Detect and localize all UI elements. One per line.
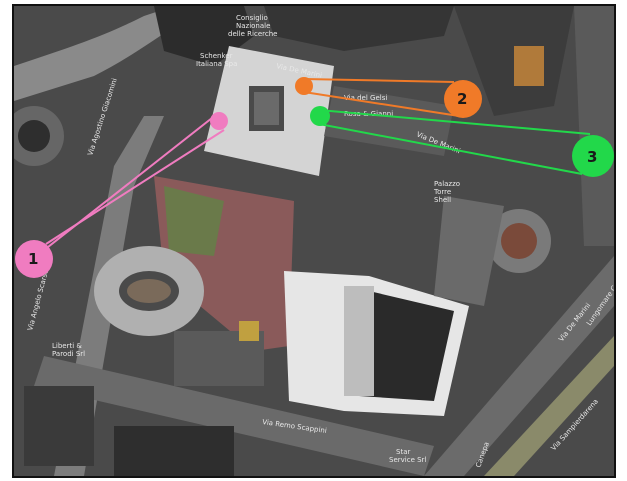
label-star-2: Service Srl bbox=[389, 456, 426, 464]
label-nazionale: Nazionale bbox=[236, 22, 270, 30]
marker-3[interactable] bbox=[572, 135, 614, 177]
label-consiglio: Consiglio bbox=[236, 14, 268, 22]
right-parking bbox=[434, 196, 504, 306]
label-ricerche: delle Ricerche bbox=[228, 30, 277, 38]
road-right-diagonal bbox=[424, 256, 614, 476]
marker-2-label: 2 bbox=[457, 90, 467, 108]
aerial-map: Consiglio Nazionale delle Ricerche Schen… bbox=[12, 4, 616, 478]
label-liberti-2: Parodi Srl bbox=[52, 350, 85, 358]
label-schenker-2: Italiana Spa bbox=[196, 60, 237, 68]
callout-1-anchor bbox=[210, 112, 228, 130]
road-right-vertical bbox=[574, 6, 614, 246]
building-top-middle bbox=[264, 6, 454, 51]
marker-2[interactable] bbox=[444, 80, 482, 118]
yellow-vehicles bbox=[239, 321, 259, 341]
label-palazzo-shell: Shell bbox=[434, 196, 451, 204]
callout-3-anchor bbox=[310, 106, 330, 126]
marker-3-label: 3 bbox=[587, 148, 597, 166]
label-via-gelsi: Via del Gelsi bbox=[344, 94, 387, 102]
building-right-of-cnr bbox=[324, 86, 454, 156]
label-liberti: Liberti & bbox=[52, 342, 82, 350]
road-top-left bbox=[14, 6, 204, 101]
marker-1[interactable] bbox=[15, 240, 53, 278]
marker-1-label: 1 bbox=[28, 250, 38, 268]
label-star: Star bbox=[396, 448, 410, 456]
building-bottom-left bbox=[24, 386, 94, 466]
callout-1: 1 bbox=[15, 112, 228, 278]
road-lungomare bbox=[484, 336, 614, 476]
label-palazzo: Palazzo bbox=[434, 180, 460, 188]
callout-2-anchor bbox=[295, 77, 313, 95]
road-bottom bbox=[34, 356, 434, 476]
orange-roof bbox=[514, 46, 544, 86]
callout-3: 3 bbox=[310, 106, 614, 177]
tower-shadow bbox=[359, 291, 454, 401]
label-palazzo-torre: Torre bbox=[433, 188, 451, 196]
label-schenker: Schenker bbox=[200, 52, 233, 60]
callout-2: 2 bbox=[295, 77, 482, 118]
map-canvas: Consiglio Nazionale delle Ricerche Schen… bbox=[14, 6, 614, 476]
green-patch bbox=[164, 186, 224, 256]
